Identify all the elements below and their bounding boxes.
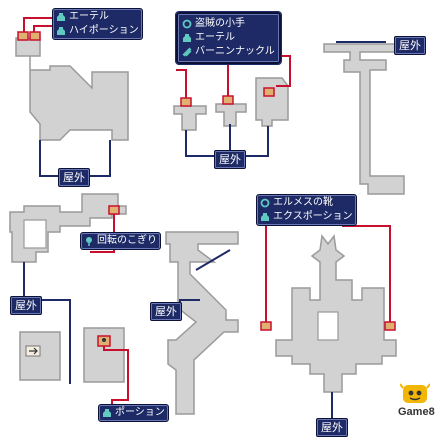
item-row: バーニンナックル xyxy=(182,45,275,59)
floor-bottom-left-b xyxy=(83,327,125,383)
exit-label-top-right: 屋外 xyxy=(394,36,426,55)
ether-icon xyxy=(57,13,65,21)
exit-label-top-left: 屋外 xyxy=(58,168,90,187)
item-label-bottom-right: エルメスの靴 エクスポーション xyxy=(256,194,357,226)
path-tm-b xyxy=(227,55,291,100)
item-row: 盗賊の小手 xyxy=(182,17,275,31)
item-text: エルメスの靴 xyxy=(273,197,333,208)
exit-label-mid-left: 屋外 xyxy=(10,296,42,315)
item-text: エーテル xyxy=(195,32,235,43)
ether-icon xyxy=(57,27,65,35)
path-tl-a xyxy=(23,17,52,36)
item-row: エクスポーション xyxy=(260,210,353,224)
chest-icon xyxy=(17,31,29,41)
claw-icon xyxy=(182,47,192,57)
ether-icon xyxy=(261,213,269,221)
path-bl xyxy=(103,346,129,410)
item-label-bottom-left: ポーション xyxy=(98,404,169,422)
ring-icon xyxy=(182,19,192,29)
floor-mid-left-inner xyxy=(23,219,47,249)
item-text: エクスポーション xyxy=(273,211,353,222)
ether-icon xyxy=(103,409,111,417)
chest-icon xyxy=(29,31,41,41)
floor-bottom-right-pillar xyxy=(317,311,339,341)
path-tm-a xyxy=(176,69,187,102)
chest-icon xyxy=(263,87,275,97)
item-row: ポーション xyxy=(102,406,165,420)
chest-icon xyxy=(260,321,272,331)
exit-label-top-middle: 屋外 xyxy=(214,150,246,169)
item-text: ポーション xyxy=(115,407,165,418)
exit-label-bottom-right: 屋外 xyxy=(316,418,348,437)
logo-text: Game8 xyxy=(398,406,435,418)
floor-bottom-middle xyxy=(165,231,239,415)
item-text: ハイポーション xyxy=(69,25,139,36)
item-label-top-middle: 盗賊の小手 エーテル バーニンナックル xyxy=(175,11,282,65)
pin-icon xyxy=(86,237,92,246)
chest-lock-icon xyxy=(102,338,106,342)
arrow-icon xyxy=(29,347,38,355)
item-row: 回転のこぎり xyxy=(84,234,157,248)
chest-icon xyxy=(384,321,396,331)
floor-top-right xyxy=(323,43,405,195)
game8-logo: Game8 xyxy=(398,382,436,428)
item-row: ハイポーション xyxy=(56,24,139,38)
ring-icon xyxy=(260,198,270,208)
path-br-a xyxy=(256,213,267,322)
item-text: エーテル xyxy=(69,11,109,22)
path-br-b xyxy=(342,225,391,322)
ether-icon xyxy=(183,34,191,42)
item-text: 回転のこぎり xyxy=(97,235,157,246)
floor-top-middle-center xyxy=(215,103,247,127)
path-ml xyxy=(90,206,115,253)
item-text: 盗賊の小手 xyxy=(195,18,245,29)
item-row: エルメスの靴 xyxy=(260,196,353,210)
item-label-mid-left: 回転のこぎり xyxy=(80,232,161,250)
floor-top-middle-left xyxy=(173,105,207,131)
logo-mascot-icon xyxy=(399,383,431,403)
chest-icon xyxy=(222,95,234,105)
exit-path-bm-a xyxy=(195,249,231,271)
chest-icon xyxy=(180,97,192,107)
exit-label-bottom-middle: 屋外 xyxy=(150,302,182,321)
floor-top-left xyxy=(15,37,129,141)
chest-icon xyxy=(108,205,120,215)
item-row: エーテル xyxy=(56,10,139,24)
item-label-top-left: エーテル ハイポーション xyxy=(52,8,143,40)
item-text: バーニンナックル xyxy=(195,46,275,57)
item-row: エーテル xyxy=(182,31,275,45)
